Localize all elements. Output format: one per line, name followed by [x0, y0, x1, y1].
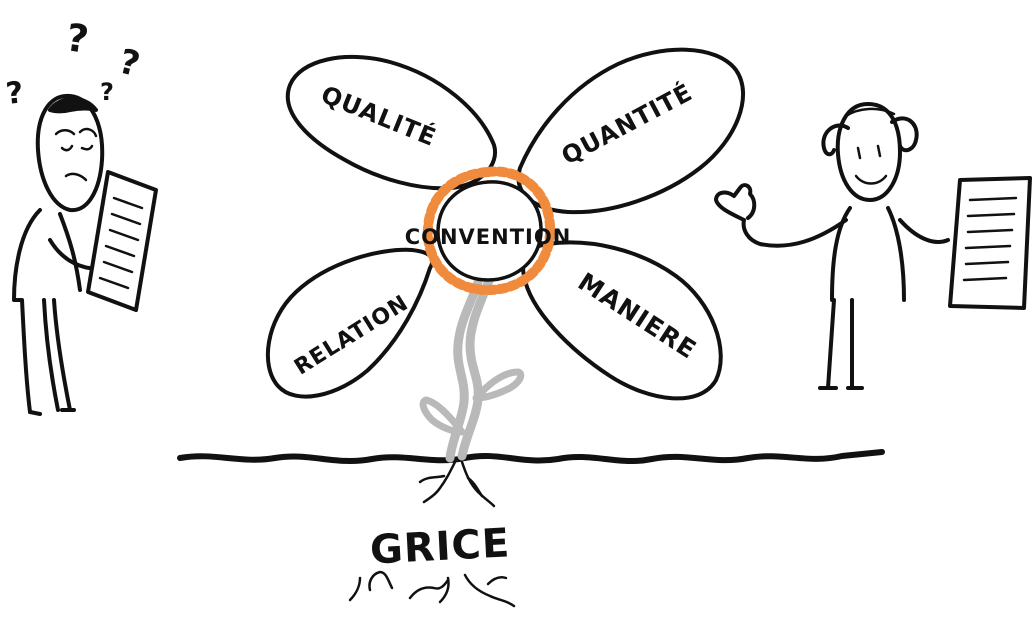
center-label: CONVENTION	[405, 225, 572, 249]
petal-qualite: QUALITÉ	[285, 54, 498, 191]
roots	[348, 460, 516, 608]
question-mark-icon: ?	[63, 15, 91, 62]
ground-line	[177, 449, 885, 465]
root-label: GRICE	[369, 520, 511, 573]
petal-quantite: QUANTITÉ	[516, 47, 746, 215]
question-mark-icon: ?	[100, 78, 114, 106]
center-orange-fuzz	[422, 166, 556, 295]
flower-stem	[419, 273, 525, 463]
question-mark-icon: ?	[115, 42, 144, 86]
petal-maniere: MANIERE	[521, 240, 723, 401]
happy-person-figure	[714, 102, 1032, 390]
confused-person-figure: ? ? ? ?	[4, 15, 158, 416]
flower-center: CONVENTION	[405, 166, 572, 295]
petal-relation: RELATION	[265, 247, 435, 399]
question-mark-icon: ?	[4, 75, 25, 112]
